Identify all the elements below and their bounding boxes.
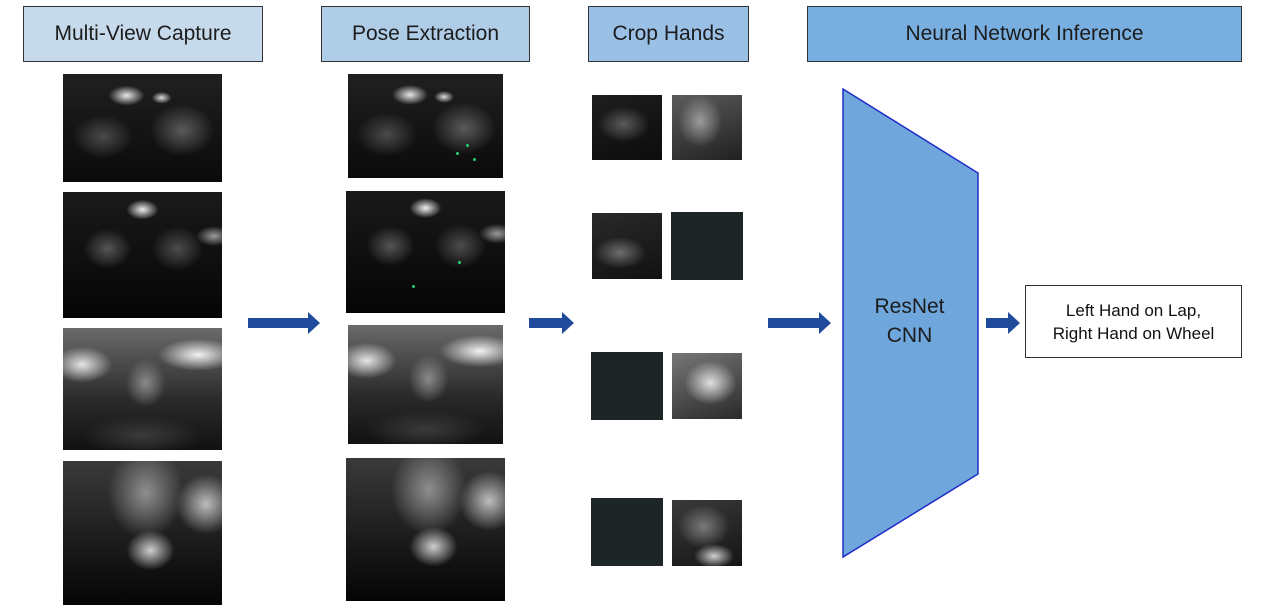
prediction-output-box: Left Hand on Lap, Right Hand on Wheel xyxy=(1025,285,1242,358)
prediction-right-hand: Right Hand on Wheel xyxy=(1053,322,1215,345)
model-type: CNN xyxy=(843,321,976,350)
prediction-left-hand: Left Hand on Lap, xyxy=(1066,299,1201,322)
model-name: ResNet xyxy=(843,292,976,321)
arrow-pose-to-crop xyxy=(529,312,574,334)
arrow-capture-to-pose xyxy=(248,312,320,334)
model-label: ResNet CNN xyxy=(843,292,976,350)
arrow-crop-to-model xyxy=(768,312,831,334)
arrow-model-to-output xyxy=(986,312,1020,334)
